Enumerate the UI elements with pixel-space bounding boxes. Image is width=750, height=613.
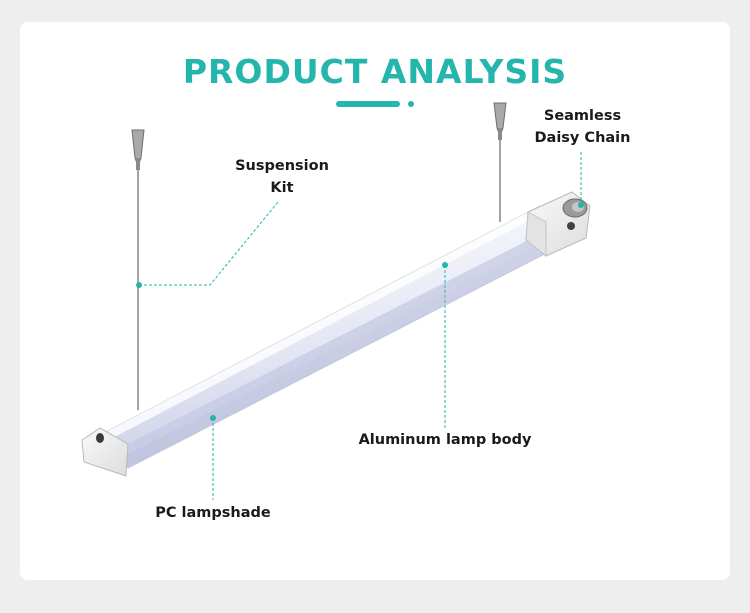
daisy-chain-label-line1: Seamless xyxy=(543,108,622,124)
pc-lampshade-label: PC lampshade xyxy=(155,505,271,521)
aluminum-body-label: Aluminum lamp body xyxy=(358,432,532,448)
left-end-cap xyxy=(81,427,129,477)
daisy-chain-connector-icon xyxy=(562,198,588,218)
daisy-chain-label-line2: Daisy Chain xyxy=(534,130,631,146)
title-underline xyxy=(336,101,414,107)
suspension-kit-label-line2: Kit xyxy=(270,180,294,196)
daisy-callout-line xyxy=(578,150,584,208)
lamp-body xyxy=(97,205,573,469)
page-title: PRODUCT ANALYSIS xyxy=(182,52,568,91)
suspension-callout-line xyxy=(136,201,279,288)
suspension-kit-label: Suspension Kit xyxy=(222,155,342,199)
daisy-chain-label: Seamless Daisy Chain xyxy=(520,105,645,149)
suspension-kit xyxy=(131,102,507,410)
aluminum-callout-line xyxy=(442,262,448,428)
suspension-kit-label-line1: Suspension xyxy=(235,158,329,174)
pc-callout-line xyxy=(210,415,216,500)
